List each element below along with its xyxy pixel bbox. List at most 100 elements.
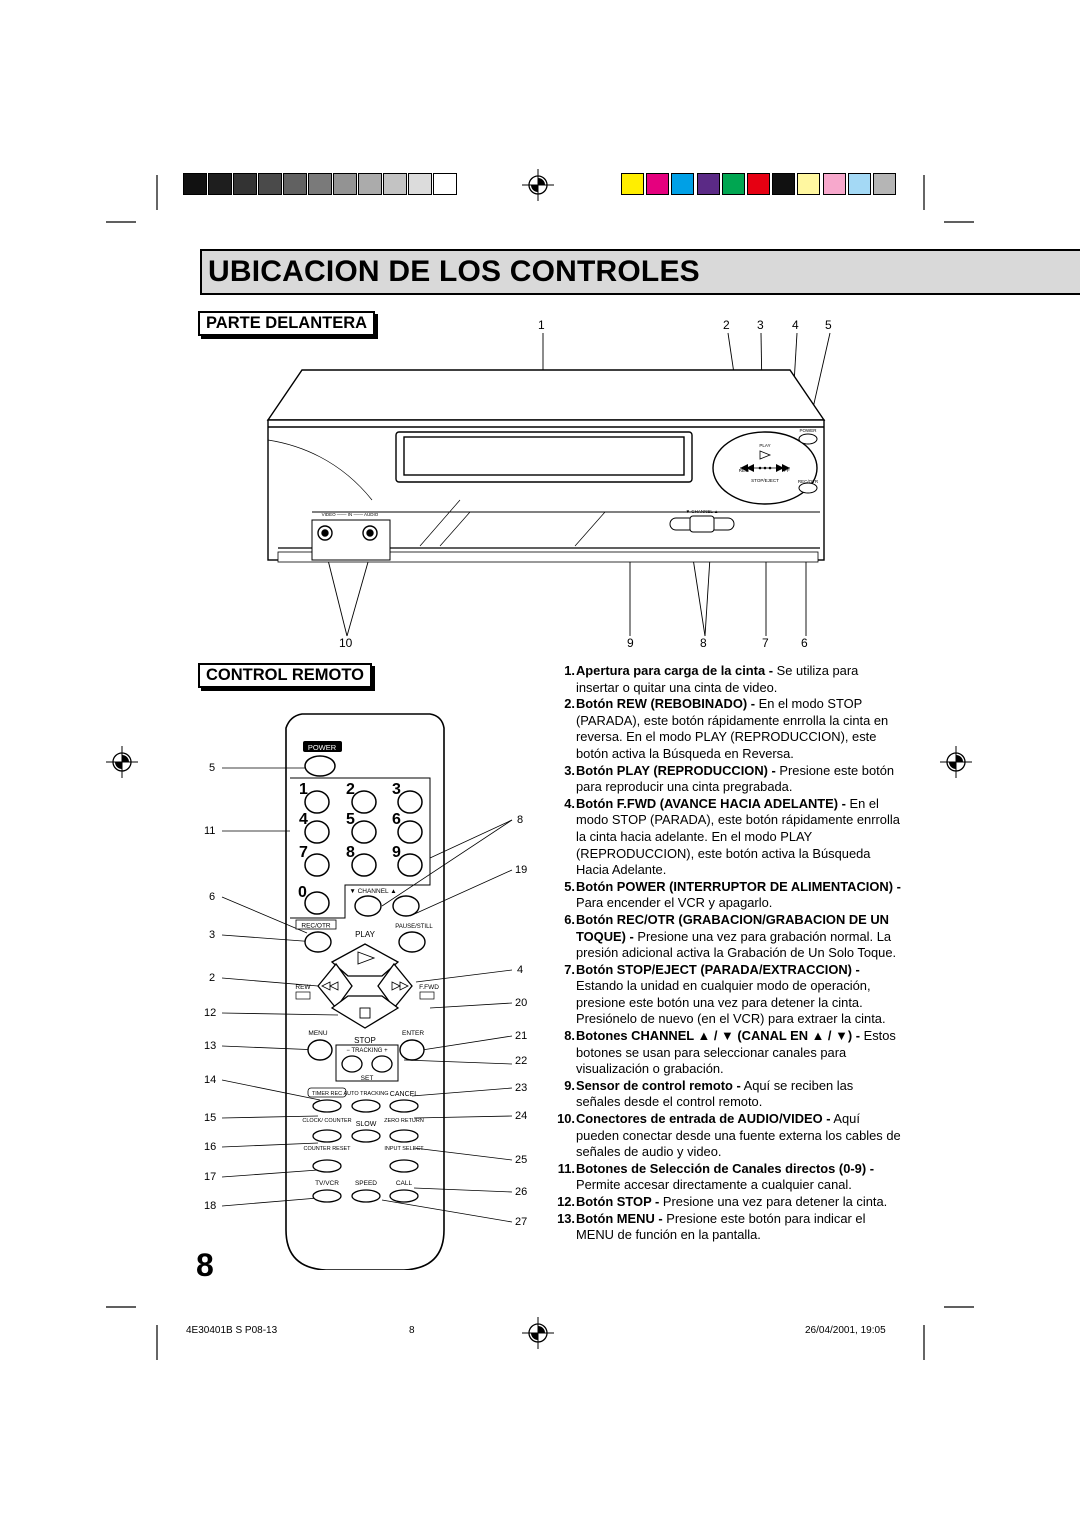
remote-pause-still-label: PAUSE/STILL [395,924,433,930]
digit-button-6[interactable] [397,820,423,844]
digit-button-8[interactable] [351,853,377,877]
description-item: 2.Botón REW (REBOBINADO) - En el modo ST… [556,696,901,762]
callout-7: 7 [762,636,769,650]
fast-forward-icon [776,464,790,472]
pause-still-button[interactable] [398,931,426,953]
remote-enter-label: ENTER [402,1030,424,1037]
menu-button[interactable] [307,1039,333,1061]
description-label: Botón REC/OTR (GRABACION/GRABACION DE UN… [576,911,889,944]
description-text: Aquí pueden conectar desde una fuente ex… [576,1111,901,1160]
description-item: 9.Sensor de control remoto - Aquí se rec… [556,1078,901,1111]
vcr-av-label: VIDEO ─── IN ─── AUDIO [322,512,379,517]
digit-button-0[interactable] [304,891,330,915]
digit-button-3[interactable] [397,790,423,814]
rec-otr-button[interactable] [304,931,332,953]
description-number: 1. [564,663,575,678]
callout-4: 4 [792,318,799,332]
description-text: Se utiliza para insertar o quitar una ci… [576,663,859,695]
callout-10: 10 [339,636,353,650]
digit-button-4[interactable] [304,820,330,844]
section-front-label: PARTE DELANTERA [198,311,376,336]
description-label: Sensor de control remoto - [576,1077,741,1093]
remote-callout-6: 6 [209,891,216,903]
gray-bar-swatch [283,173,307,195]
color-bar-swatch [822,173,846,195]
remote-callout-23: 23 [515,1082,528,1094]
color-bar-swatch [646,173,670,195]
description-label: Botones CHANNEL ▲ / ▼ (CANAL EN ▲ / ▼) - [576,1028,861,1044]
vcr-play-label: PLAY [759,443,770,448]
description-item: 11.Botones de Selección de Canales direc… [556,1161,901,1194]
digit-button-5[interactable] [351,820,377,844]
gray-bar-swatch [233,173,257,195]
gray-bar-swatch [258,173,282,195]
remote-callout-2: 2 [209,972,216,984]
description-label: Botones de Selección de Canales directos… [576,1160,875,1176]
remote-power-button[interactable] [304,755,336,777]
description-item: 4.Botón F.FWD (AVANCE HACIA ADELANTE) - … [556,796,901,879]
description-label: Botón PLAY (REPRODUCCION) - [576,762,776,778]
remote-callout-21: 21 [515,1030,528,1042]
digit-label: 1 [299,781,308,798]
gray-bar-swatch [333,173,357,195]
remote-callout-13: 13 [204,1040,217,1052]
remote-set-label: SET [361,1075,374,1082]
remote-counter-reset-label: COUNTER RESET [303,1146,351,1152]
remote-callout-8: 8 [517,814,524,826]
remote-ffwd-label: F.FWD [419,984,439,991]
digit-label: 0 [298,884,307,901]
description-text: En el modo STOP (PARADA), este botón ráp… [576,696,889,761]
description-item: 1.Apertura para carga de la cinta - Se u… [556,663,901,696]
title-banner: UBICACION DE LOS CONTROLES [200,249,1080,295]
remote-auto-tracking-label: AUTO TRACKING [343,1091,388,1097]
description-item: 3.Botón PLAY (REPRODUCCION) - Presione e… [556,763,901,796]
description-item: 5.Botón POWER (INTERRUPTOR DE ALIMENTACI… [556,879,901,912]
description-list: 1.Apertura para carga de la cinta - Se u… [556,663,901,1244]
play-icon [357,951,376,965]
digit-label: 8 [346,844,355,861]
vcr-stop-eject-label: STOP/EJECT [751,478,779,483]
digit-label: 6 [392,811,401,828]
page-title: UBICACION DE LOS CONTROLES [208,255,700,288]
enter-button[interactable] [399,1039,425,1061]
remote-zero-return-label: ZERO RETURN [384,1118,424,1124]
registration-target-icon [106,746,138,778]
stop-icon [359,1007,371,1019]
digit-button-2[interactable] [351,790,377,814]
description-text: Aquí se reciben las señales desde el con… [576,1077,854,1110]
digit-button-1[interactable] [304,790,330,814]
channel-down-button[interactable] [354,895,382,917]
description-label: Conectores de entrada de AUDIO/VIDEO - [576,1111,831,1127]
registration-target-icon [522,169,554,201]
rewind-icon [321,981,339,991]
description-number: 8. [564,1028,575,1044]
remote-tv-vcr-label: TV/VCR [315,1180,339,1187]
remote-call-label: CALL [396,1180,413,1187]
remote-callout-17: 17 [204,1171,217,1183]
color-bar-swatch [721,173,745,195]
digit-button-7[interactable] [304,853,330,877]
rewind-icon [740,464,754,472]
gray-bar-swatch [408,173,432,195]
vcr-power-label: POWER [799,428,817,433]
description-text: Presione una vez para grabación normal. … [576,928,897,961]
digit-label: 5 [346,811,355,828]
color-bar-swatch [671,173,695,195]
footer-date: 26/04/2001, 19:05 [805,1325,886,1336]
description-item: 7.Botón STOP/EJECT (PARADA/EXTRACCION) -… [556,962,901,1028]
channel-up-button[interactable] [392,895,420,917]
gray-bar-swatch [308,173,332,195]
digit-button-9[interactable] [397,853,423,877]
callout-8: 8 [700,636,707,650]
footer-page: 8 [409,1325,415,1336]
remote-callout-3: 3 [209,929,216,941]
remote-cancel-label: CANCEL [390,1091,419,1098]
description-text: En el modo STOP (PARADA), este botón ráp… [576,795,900,878]
description-text: Presione una vez para detener la cinta. [659,1194,888,1209]
remote-callout-12: 12 [204,1007,217,1019]
registration-target-icon [940,746,972,778]
color-bar-swatch [772,173,796,195]
remote-callout-5: 5 [209,762,216,774]
description-text: Estando la unidad en cualquier modo de o… [576,978,886,1027]
